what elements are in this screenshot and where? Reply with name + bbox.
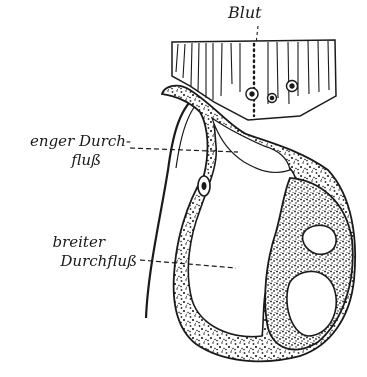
wall-cell (198, 176, 210, 196)
label-breiter-durchfluss-line2: Durchfluß (60, 252, 137, 270)
label-breiter-durchfluss-line1: breiter (52, 233, 105, 251)
label-blut: Blut (228, 4, 262, 22)
label-enger-durchfluss-line2: fluß (71, 151, 101, 169)
label-enger-durchfluss-line1: enger Durch- (30, 132, 131, 150)
